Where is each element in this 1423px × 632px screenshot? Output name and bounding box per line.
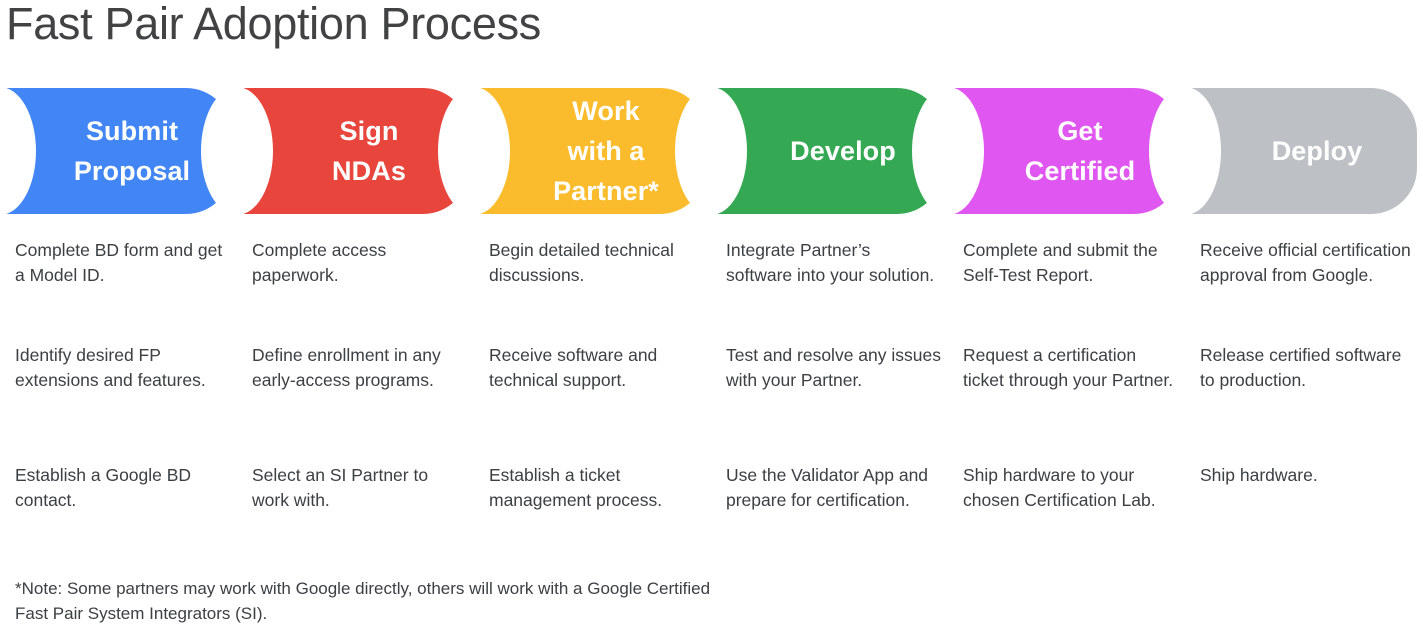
- stage-bullet: Test and resolve any issues with your Pa…: [726, 345, 941, 390]
- stage-bullet: Ship hardware.: [1200, 465, 1318, 485]
- stage-bullet: Ship hardware to your chosen Certificati…: [963, 465, 1156, 510]
- stage-banner[interactable]: Submit Proposal: [0, 87, 232, 215]
- stage-bullet: Use the Validator App and prepare for ce…: [726, 465, 929, 510]
- stage-banner[interactable]: Sign NDAs: [201, 87, 469, 215]
- stage-banner-label: Submit Proposal: [73, 116, 191, 186]
- page-title: Fast Pair Adoption Process: [6, 0, 541, 49]
- stage-bullet: Receive software and technical support.: [489, 345, 658, 390]
- stage-bullet: Select an SI Partner to work with.: [252, 465, 429, 510]
- stage-banner-row: Submit Proposal Sign NDAs Work with a Part…: [0, 87, 1423, 215]
- stage-banner[interactable]: Develop: [675, 87, 943, 215]
- stage-bullet: Receive official certification approval …: [1200, 240, 1411, 285]
- stage-bullet: Complete access paperwork.: [252, 240, 387, 285]
- stage-bullet: Establish a Google BD contact.: [15, 465, 192, 510]
- stage-banner[interactable]: Deploy: [1149, 87, 1417, 215]
- stage-banner-label: Work with a Partner*: [553, 96, 659, 206]
- stage-bullet: Request a certification ticket through y…: [963, 345, 1174, 390]
- stage-bullet: Define enrollment in any early-access pr…: [252, 345, 441, 390]
- footnote: *Note: Some partners may work with Googl…: [15, 579, 711, 623]
- stage-banner-label: Develop: [790, 136, 896, 166]
- stage-banner[interactable]: Get Certified: [912, 87, 1180, 215]
- stage-banner-label: Get Certified: [1024, 116, 1136, 186]
- stage-bullet: Release certified software to production…: [1200, 345, 1402, 390]
- stage-columns: Complete BD form and get a Model ID. Iden…: [0, 238, 1423, 568]
- stage-bullet: Integrate Partner’s software into your s…: [726, 240, 935, 285]
- stage-bullet: Establish a ticket management process.: [489, 465, 663, 510]
- stage-banner-label: Deploy: [1271, 136, 1363, 166]
- stage-bullet: Complete BD form and get a Model ID.: [15, 240, 223, 285]
- stage-bullet: Complete and submit the Self-Test Report…: [963, 240, 1158, 285]
- stage-bullet: Identify desired FP extensions and featu…: [15, 345, 206, 390]
- stage-bullet: Begin detailed technical discussions.: [489, 240, 674, 285]
- stage-banner-label: Sign NDAs: [332, 116, 406, 186]
- stage-banner[interactable]: Work with a Partner*: [438, 87, 706, 215]
- banner-notch-shape: [0, 87, 36, 215]
